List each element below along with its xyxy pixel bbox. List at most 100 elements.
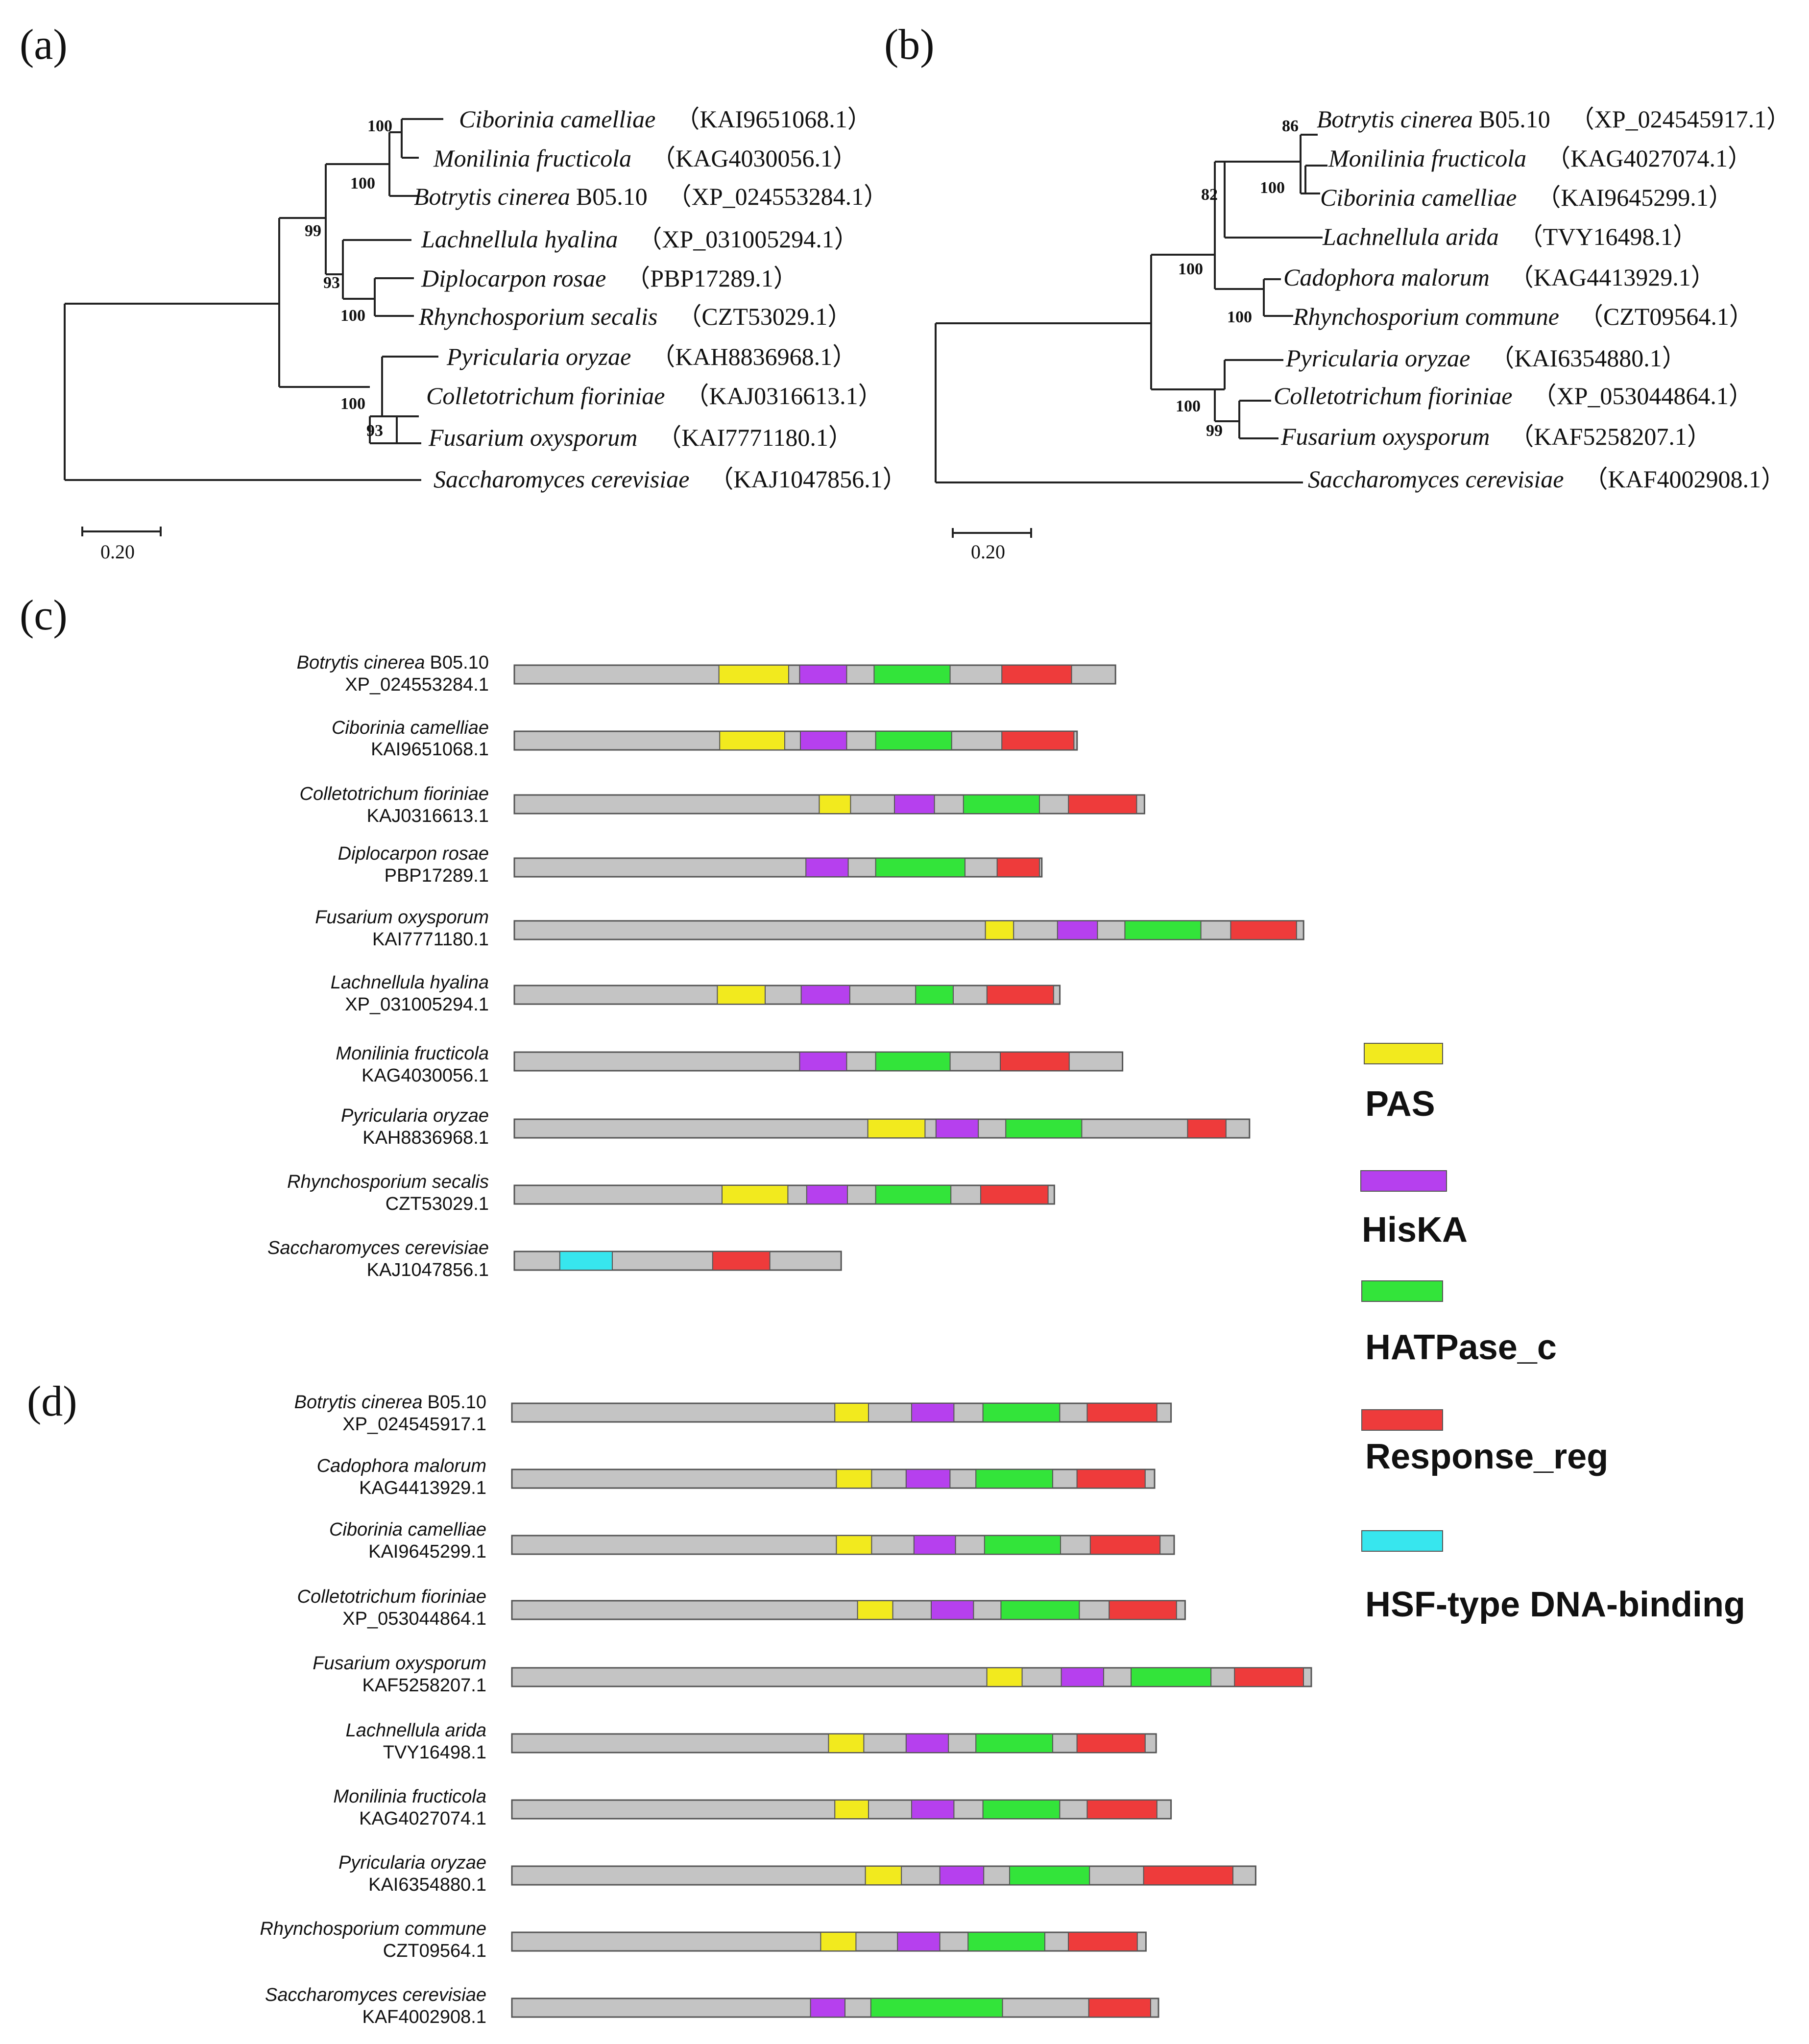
- domain-response-reg: [1001, 665, 1072, 684]
- tree-a-bootstrap: 100: [350, 174, 375, 192]
- domain-hiska: [810, 1998, 845, 2018]
- tree-a-leaf: Rhynchosporium secalis（CZT53029.1）: [418, 303, 852, 330]
- protein-name: Rhynchosporium commune: [260, 1919, 486, 1939]
- domain-hatpase-c: [1124, 920, 1202, 940]
- tree-b-branches: [935, 134, 1327, 483]
- domain-pas: [834, 1800, 869, 1819]
- panel-label-b: (b): [884, 21, 935, 69]
- protein-row: Colletotrichum fioriniae XP_053044864.1: [297, 1587, 487, 1629]
- tree-b-bootstrap: 100: [1260, 179, 1285, 197]
- domain-hatpase-c: [982, 1800, 1061, 1819]
- tree-a-bootstrap: 100: [340, 395, 365, 413]
- tree-a-leaf: Pyricularia oryzae（KAH8836968.1）: [446, 343, 857, 370]
- domain-hatpase-c: [975, 1733, 1053, 1753]
- domain-hiska: [806, 1185, 848, 1204]
- domain-response-reg: [996, 858, 1040, 877]
- legend-swatch-response-reg: [1361, 1409, 1443, 1431]
- protein-row: Saccharomyces cerevisiae KAJ1047856.1: [267, 1238, 489, 1280]
- protein-bar: [513, 1184, 1055, 1205]
- protein-accession: CZT09564.1: [383, 1941, 486, 1961]
- domain-hiska: [911, 1403, 955, 1422]
- legend-swatch-hatpase-c: [1361, 1280, 1443, 1302]
- domain-pas: [836, 1535, 872, 1555]
- protein-row: Pyricularia oryzae KAI6354880.1: [338, 1852, 486, 1895]
- protein-accession: KAF5258207.1: [362, 1675, 486, 1696]
- protein-row: Rhynchosporium secalis CZT53029.1: [287, 1172, 489, 1214]
- legend-swatch-pas: [1364, 1043, 1443, 1064]
- tree-a-leaf: Diplocarpon rosae（PBP17289.1）: [421, 265, 798, 292]
- tree-b-bootstrap: 82: [1201, 186, 1218, 204]
- protein-name: Lachnellula arida: [346, 1720, 486, 1741]
- protein-bar: [513, 794, 1145, 815]
- scale-bar-a: 0.20: [81, 527, 162, 563]
- protein-bar: [513, 1118, 1251, 1139]
- tree-a-bootstrap: 100: [340, 307, 365, 325]
- protein-bar: [513, 857, 1043, 878]
- domain-hatpase-c: [875, 1052, 951, 1071]
- panel-label-a: (a): [20, 21, 68, 69]
- legend-item-hiska: HisKA: [1360, 1170, 1468, 1250]
- domain-pas: [836, 1469, 872, 1489]
- domain-response-reg: [1230, 920, 1297, 940]
- protein-row: Cadophora malorum KAG4413929.1: [317, 1456, 486, 1498]
- tree-b-leaf: Cadophora malorum（KAG4413929.1）: [1283, 264, 1715, 291]
- protein-bar: [513, 1051, 1124, 1072]
- protein-backbone: [513, 730, 1078, 751]
- domain-hatpase-c: [870, 1998, 1003, 2018]
- phylogenetic-tree-b: 86 100 82 100 100 100 99 Botrytis cinere…: [935, 105, 1791, 563]
- domain-hiska: [939, 1866, 985, 1885]
- tree-b-bootstrap: 86: [1282, 117, 1299, 135]
- protein-row: Ciborinia camelliae KAI9645299.1: [329, 1519, 486, 1562]
- legend-label-response-reg: Response_reg: [1365, 1437, 1608, 1476]
- protein-accession: PBP17289.1: [385, 866, 489, 886]
- legend-item-response-reg: Response_reg: [1361, 1409, 1608, 1476]
- domain-hatpase-c: [1009, 1866, 1090, 1885]
- tree-b-bootstrap: 100: [1227, 308, 1252, 326]
- tree-a-bootstrap: 99: [305, 222, 321, 240]
- tree-b-bootstrap: 99: [1206, 422, 1223, 440]
- protein-backbone: [511, 1600, 1186, 1620]
- protein-name: Pyricularia oryzae: [338, 1852, 486, 1873]
- protein-row: Fusarium oxysporum KAI7771180.1: [315, 907, 489, 950]
- protein-name: Cadophora malorum: [317, 1456, 486, 1476]
- protein-backbone: [511, 1468, 1156, 1489]
- domain-response-reg: [712, 1251, 771, 1271]
- domain-pas: [718, 665, 789, 684]
- domain-response-reg: [1088, 1998, 1152, 2018]
- domain-hiska: [1057, 920, 1098, 940]
- domain-response-reg: [1143, 1866, 1234, 1885]
- domain-response-reg: [1109, 1600, 1177, 1620]
- domain-pas: [820, 1932, 857, 1951]
- legend-label-pas: PAS: [1365, 1084, 1435, 1124]
- protein-accession: TVY16498.1: [383, 1742, 486, 1763]
- protein-name: Monilinia fructicola: [333, 1786, 486, 1807]
- tree-b-bootstrap: 100: [1176, 397, 1201, 415]
- domain-hiska: [905, 1469, 951, 1489]
- domain-hiska: [894, 794, 935, 814]
- protein-name: Lachnellula hyalina: [331, 972, 489, 993]
- protein-bar: [511, 1997, 1159, 2018]
- domain-hatpase-c: [975, 1469, 1053, 1489]
- protein-name: Colletotrichum fioriniae: [297, 1587, 487, 1607]
- domain-hatpase-c: [1131, 1667, 1212, 1687]
- domain-hatpase-c: [873, 665, 951, 684]
- domain-pas: [828, 1733, 865, 1753]
- panel-label-c: (c): [20, 592, 68, 639]
- tree-b-leaf: Rhynchosporium commune（CZT09564.1）: [1293, 303, 1754, 330]
- domain-hatpase-c: [1000, 1600, 1080, 1620]
- protein-accession: KAI7771180.1: [372, 929, 489, 950]
- domain-pas: [717, 985, 766, 1005]
- tree-b-leaf: Pyricularia oryzae（KAI6354880.1）: [1285, 344, 1687, 372]
- tree-b-bootstrap: 100: [1178, 260, 1203, 278]
- protein-name: Ciborinia camelliae: [332, 718, 489, 738]
- protein-name: Ciborinia camelliae: [329, 1519, 486, 1540]
- phylogenetic-tree-a: 100 100 99 93 100 100 93 Ciborinia camel…: [64, 105, 907, 563]
- domain-response-reg: [1089, 1535, 1161, 1555]
- tree-b-leaf: Colletotrichum fioriniae（XP_053044864.1）: [1274, 382, 1753, 409]
- domain-pas: [985, 920, 1014, 940]
